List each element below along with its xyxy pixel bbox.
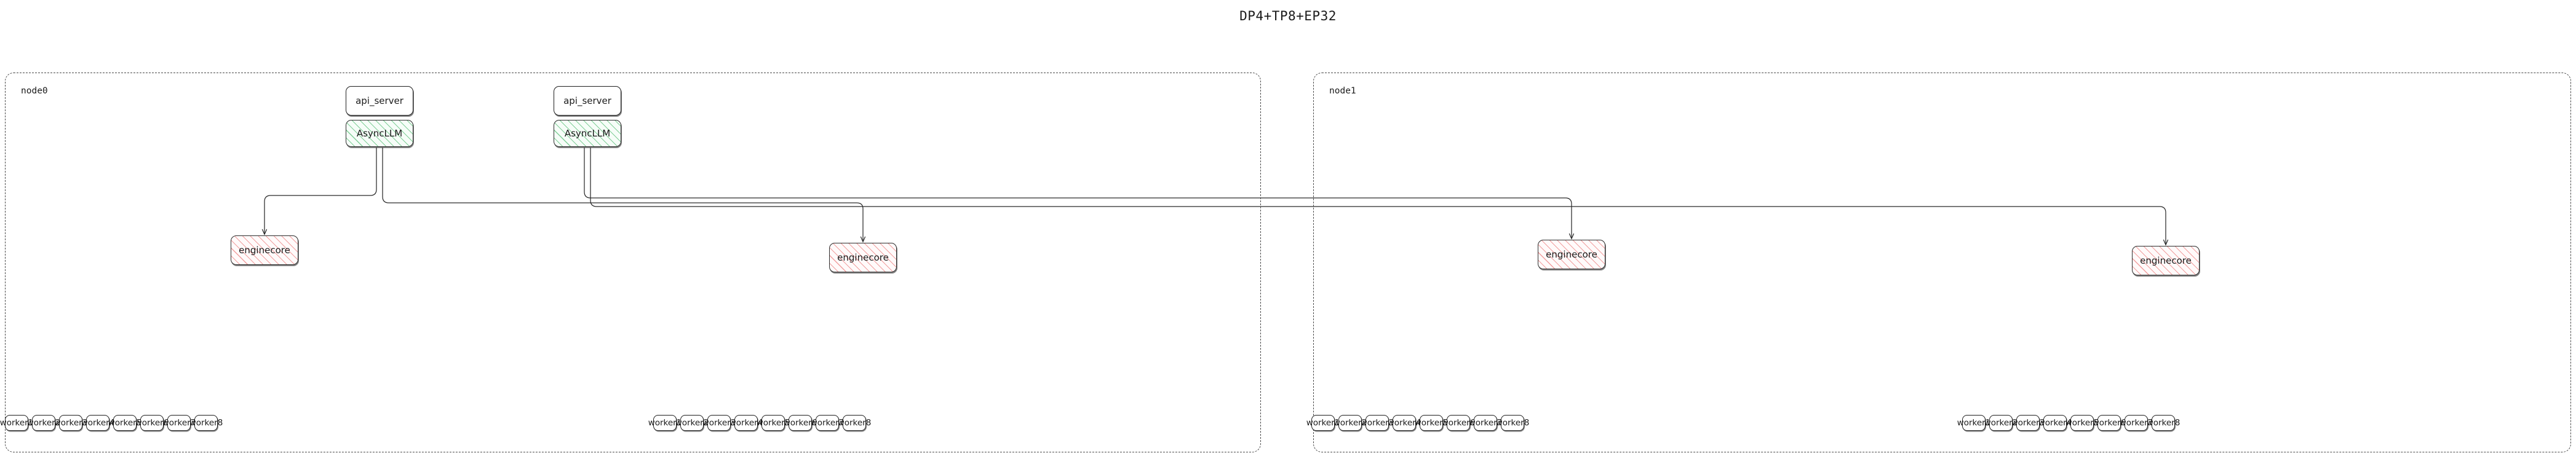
worker-box[interactable]: worker6 bbox=[784, 415, 817, 431]
worker-box[interactable]: worker1 bbox=[1957, 415, 1990, 431]
worker-box[interactable]: worker8 bbox=[189, 415, 223, 431]
worker-group: worker1 worker2 worker3 worker4 worker5 … bbox=[1957, 415, 2180, 431]
asyncllm-box[interactable]: AsyncLLM bbox=[346, 120, 413, 147]
worker-box[interactable]: worker6 bbox=[135, 415, 169, 431]
worker-box[interactable]: worker3 bbox=[2011, 415, 2045, 431]
worker-box[interactable]: worker1 bbox=[648, 415, 682, 431]
asyncllm-box[interactable]: AsyncLLM bbox=[554, 120, 621, 147]
worker-box[interactable]: worker1 bbox=[0, 415, 33, 431]
worker-box[interactable]: worker3 bbox=[54, 415, 87, 431]
worker-box[interactable]: worker8 bbox=[1496, 415, 1529, 431]
worker-group: worker1 worker2 worker3 worker4 worker5 … bbox=[1306, 415, 1529, 431]
enginecore-box[interactable]: enginecore bbox=[2132, 246, 2200, 275]
enginecore-box[interactable]: enginecore bbox=[231, 235, 298, 265]
worker-box[interactable]: worker7 bbox=[1469, 415, 1502, 431]
worker-box[interactable]: worker4 bbox=[729, 415, 763, 431]
worker-box[interactable]: worker6 bbox=[1442, 415, 1475, 431]
worker-group: worker1 worker2 worker3 worker4 worker5 … bbox=[0, 415, 223, 431]
worker-box[interactable]: worker8 bbox=[2147, 415, 2180, 431]
node-label-node0: node0 bbox=[21, 86, 48, 96]
api-server-box[interactable]: api_server bbox=[346, 86, 413, 116]
worker-box[interactable]: worker8 bbox=[838, 415, 871, 431]
worker-box[interactable]: worker4 bbox=[2038, 415, 2072, 431]
worker-box[interactable]: worker4 bbox=[81, 415, 114, 431]
worker-box[interactable]: worker7 bbox=[2120, 415, 2153, 431]
enginecore-box[interactable]: enginecore bbox=[1538, 240, 1605, 269]
worker-box[interactable]: worker1 bbox=[1306, 415, 1340, 431]
api-server-box[interactable]: api_server bbox=[554, 86, 621, 116]
enginecore-box[interactable]: enginecore bbox=[829, 243, 897, 272]
worker-box[interactable]: worker2 bbox=[27, 415, 60, 431]
node-label-node1: node1 bbox=[1329, 86, 1356, 96]
worker-box[interactable]: worker2 bbox=[675, 415, 709, 431]
node-container-node1 bbox=[1313, 73, 2571, 452]
worker-box[interactable]: worker7 bbox=[162, 415, 196, 431]
worker-box[interactable]: worker4 bbox=[1388, 415, 1421, 431]
worker-box[interactable]: worker3 bbox=[1361, 415, 1394, 431]
worker-box[interactable]: worker2 bbox=[1984, 415, 2017, 431]
worker-box[interactable]: worker5 bbox=[2065, 415, 2099, 431]
worker-box[interactable]: worker5 bbox=[1415, 415, 1448, 431]
page-title: DP4+TP8+EP32 bbox=[1239, 9, 1337, 23]
worker-box[interactable]: worker2 bbox=[1334, 415, 1367, 431]
worker-group: worker1 worker2 worker3 worker4 worker5 … bbox=[648, 415, 871, 431]
worker-box[interactable]: worker7 bbox=[811, 415, 844, 431]
worker-box[interactable]: worker3 bbox=[702, 415, 736, 431]
worker-box[interactable]: worker5 bbox=[757, 415, 790, 431]
worker-box[interactable]: worker6 bbox=[2093, 415, 2126, 431]
node-container-node0 bbox=[5, 73, 1261, 452]
worker-box[interactable]: worker5 bbox=[108, 415, 141, 431]
